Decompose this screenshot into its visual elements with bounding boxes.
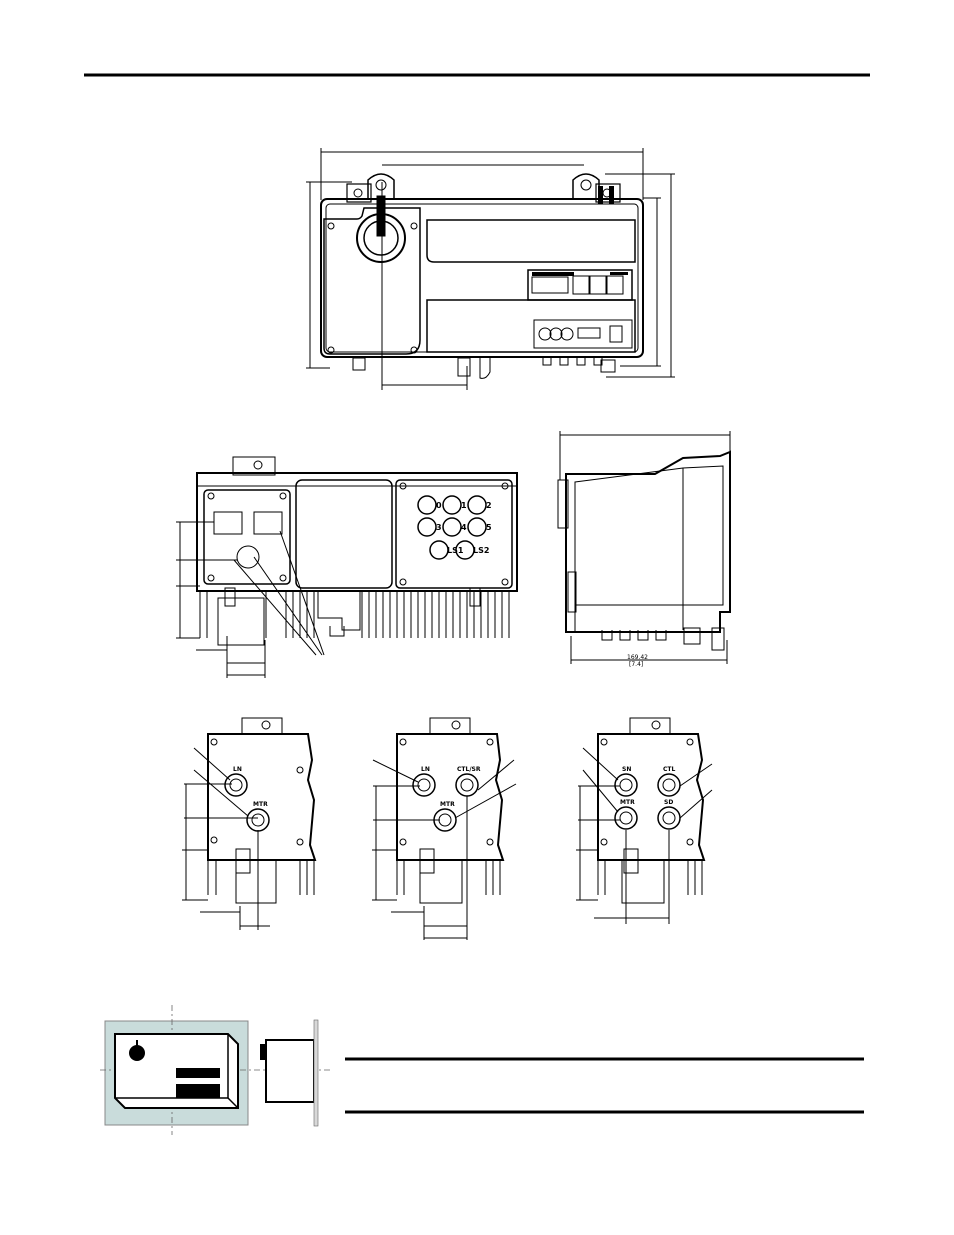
label-0: 0 bbox=[436, 501, 442, 510]
view-c-label-sn: SN bbox=[622, 766, 631, 773]
view-b-drawing bbox=[372, 718, 516, 940]
view-c-label-sd: SD bbox=[664, 799, 673, 806]
label-ls2: LS2 bbox=[473, 546, 489, 555]
label-5: 5 bbox=[486, 523, 492, 532]
view-a-drawing bbox=[182, 718, 315, 930]
view-b-label-ctl-sr: CTL/SR bbox=[457, 766, 481, 773]
view-c-labels: SN CTL MTR SD bbox=[620, 766, 675, 806]
view-c-label-mtr: MTR bbox=[620, 799, 635, 806]
view-b-label-ln: LN bbox=[421, 766, 430, 773]
view-a-label-mtr: MTR bbox=[253, 801, 268, 808]
label-3: 3 bbox=[436, 523, 442, 532]
label-2: 2 bbox=[486, 501, 492, 510]
depth-mm: 169.42 bbox=[627, 654, 648, 661]
label-ls1: LS1 bbox=[447, 546, 464, 555]
front-view-drawing bbox=[306, 148, 675, 390]
label-1: 1 bbox=[461, 501, 467, 510]
view-c-drawing bbox=[576, 718, 712, 924]
view-b-label-mtr: MTR bbox=[440, 801, 455, 808]
view-a-label-ln: LN bbox=[233, 766, 242, 773]
view-a-labels: LN MTR bbox=[233, 766, 268, 808]
depth-in: [7.4] bbox=[629, 661, 643, 668]
view-c-label-ctl: CTL bbox=[663, 766, 675, 773]
view-orientation-icon bbox=[100, 1005, 330, 1135]
side-view-drawing bbox=[558, 431, 730, 664]
label-4: 4 bbox=[461, 523, 467, 532]
bottom-view-drawing bbox=[176, 457, 517, 678]
side-view-dimension-text: 169.42 [7.4] bbox=[627, 654, 648, 668]
